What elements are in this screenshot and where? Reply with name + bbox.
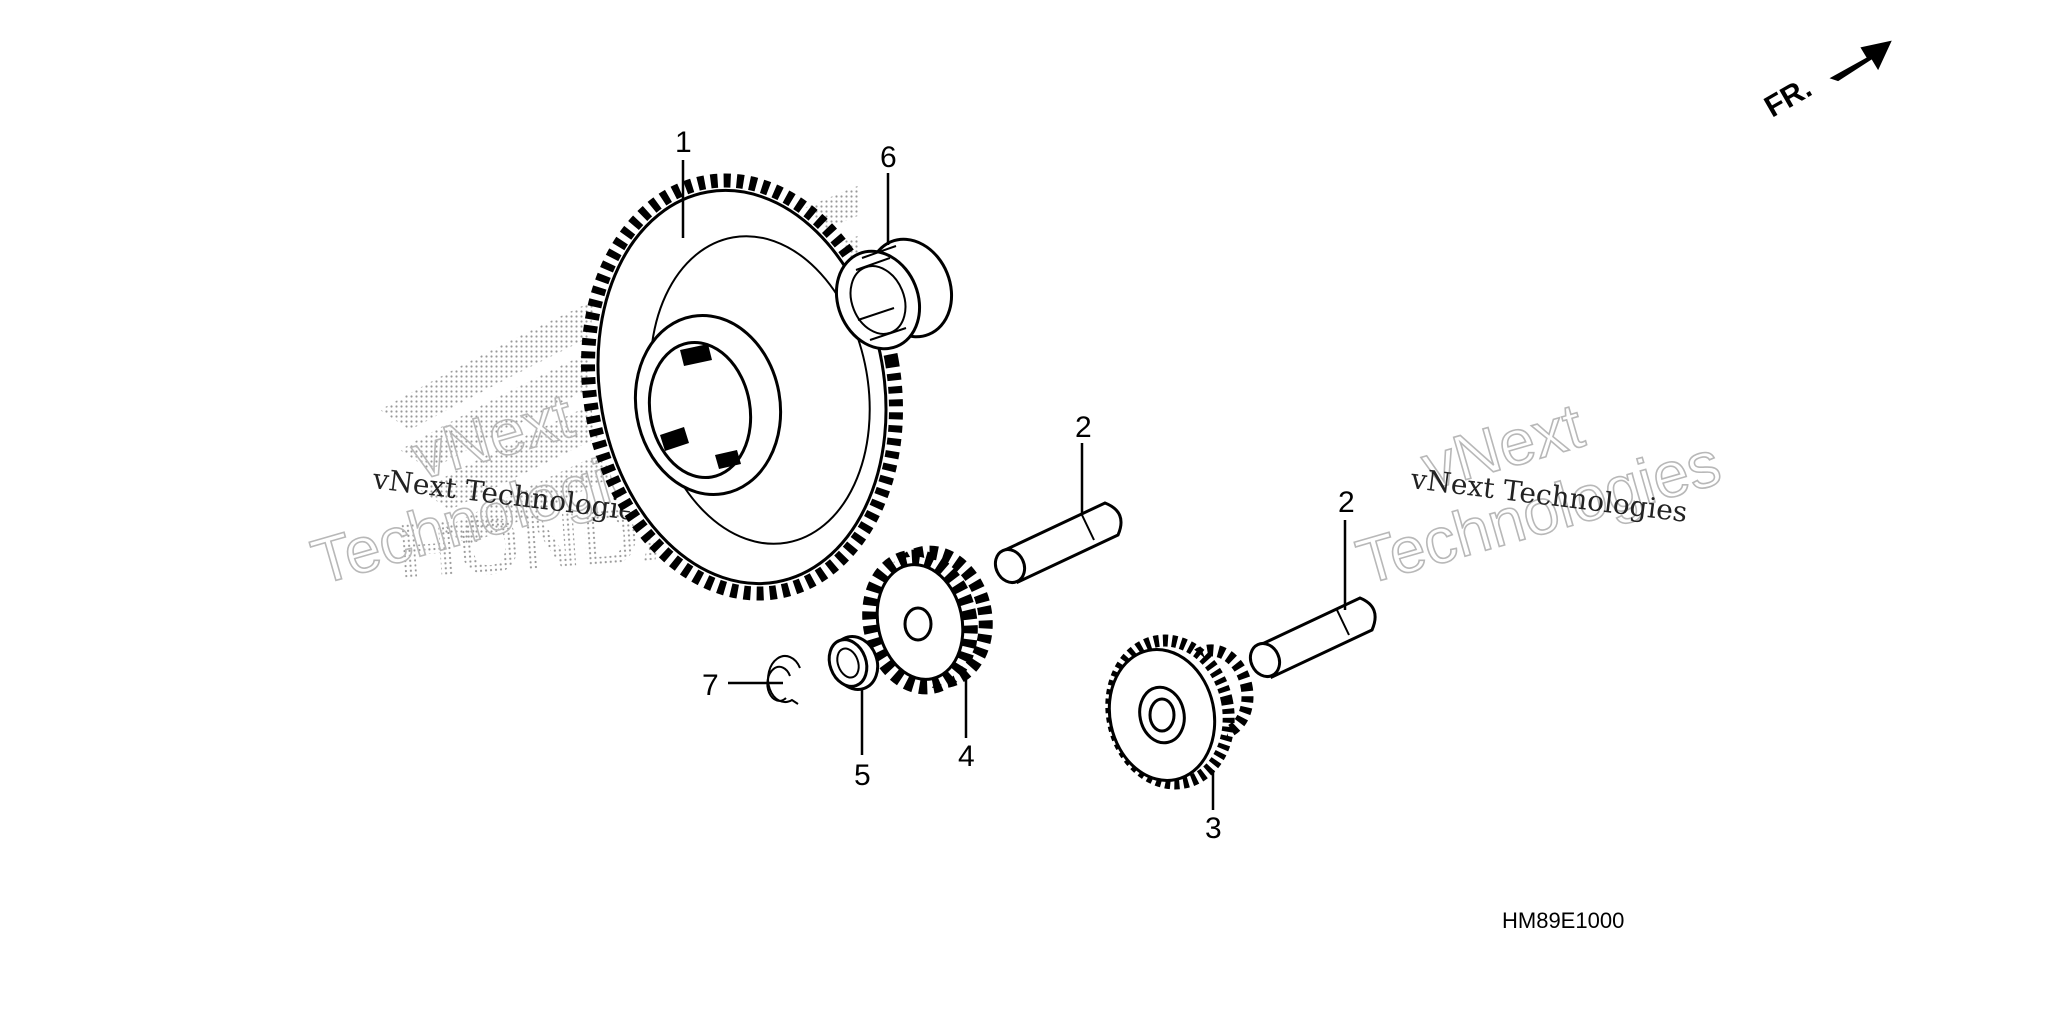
part-6-needle-bearing <box>834 237 954 351</box>
watermark-right: vNext Technologies vNext Technologies <box>1348 388 1729 599</box>
part-1-large-gear <box>581 173 903 601</box>
part-2-pin-upper <box>993 501 1123 585</box>
front-direction-indicator: FR. <box>1759 40 1892 124</box>
callout-4: 4 <box>958 740 975 773</box>
part-3-compound-gear <box>1105 634 1254 790</box>
part-7-snap-ring <box>766 655 801 705</box>
callout-2b: 2 <box>1338 486 1355 519</box>
callout-7: 7 <box>702 669 719 702</box>
callout-1: 1 <box>675 126 692 159</box>
part-2-pin-lower <box>1248 596 1377 680</box>
part-4-spur-gear <box>862 545 993 695</box>
part-5-washer <box>827 635 880 691</box>
front-label: FR. <box>1759 71 1817 124</box>
callout-3: 3 <box>1205 812 1222 845</box>
callout-2a: 2 <box>1075 411 1092 444</box>
callout-5: 5 <box>854 759 871 792</box>
callout-6: 6 <box>880 141 897 174</box>
front-arrow-icon <box>1829 40 1892 82</box>
diagram-code: HM89E1000 <box>1502 908 1624 933</box>
